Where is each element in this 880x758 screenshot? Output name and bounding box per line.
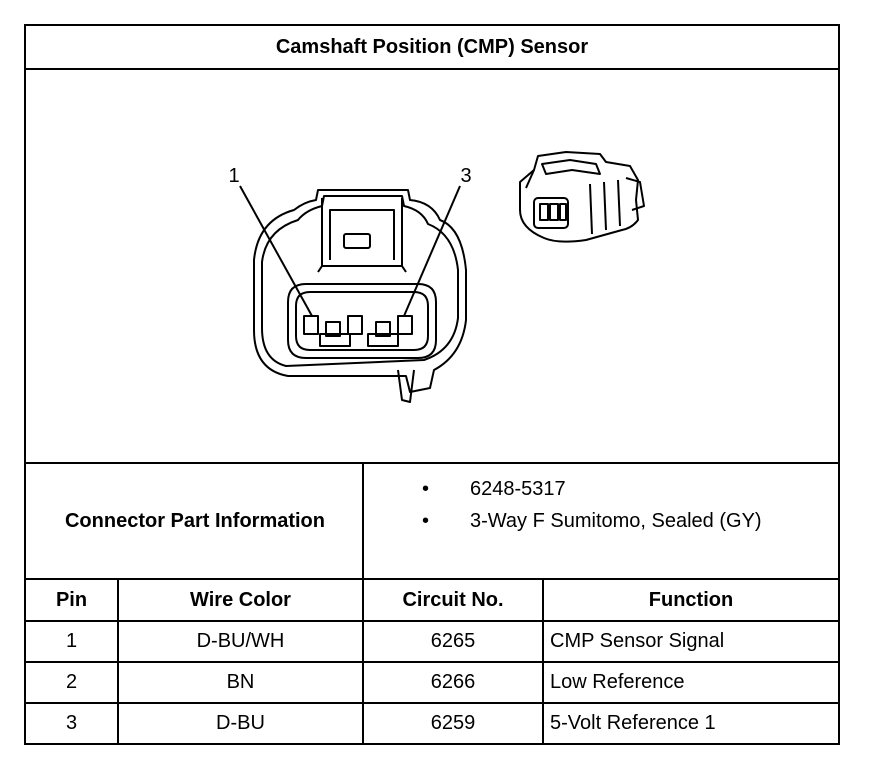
divider — [362, 462, 364, 578]
pin-label-1: 1 — [228, 165, 239, 187]
divider — [26, 702, 838, 704]
column-header-function: Function — [648, 588, 734, 611]
table-cell-function: CMP Sensor Signal — [550, 630, 725, 652]
connector-info-label: Connector Part Information — [64, 509, 325, 532]
column-header-wire-color: Wire Color — [190, 588, 291, 611]
connector-diagram-frame: Camshaft Position (CMP) Sensor — [24, 24, 840, 745]
bullet-icon: • — [422, 478, 430, 500]
divider — [26, 68, 838, 70]
table-cell-wire-color: D-BU/WH — [196, 630, 285, 652]
pin-label-3: 3 — [460, 165, 471, 187]
divider — [26, 661, 838, 663]
table-cell-circuit: 6265 — [430, 630, 476, 652]
column-header-circuit: Circuit No. — [402, 588, 504, 611]
divider — [26, 620, 838, 622]
divider — [26, 578, 838, 580]
table-cell-pin: 3 — [65, 712, 78, 734]
table-cell-circuit: 6259 — [430, 712, 476, 734]
table-cell-circuit: 6266 — [430, 671, 476, 693]
connector-face — [239, 185, 467, 403]
table-cell-function: Low Reference — [550, 671, 685, 693]
table-cell-pin: 2 — [65, 671, 78, 693]
table-cell-function: 5-Volt Reference 1 — [550, 712, 716, 734]
connector-side-view — [519, 151, 645, 243]
column-header-pin: Pin — [55, 588, 88, 611]
part-number: 6248-5317 — [470, 478, 566, 500]
bullet-icon: • — [422, 510, 430, 532]
connector-info-list: • 6248-5317 • 3-Way F Sumitomo, Sealed (… — [366, 464, 840, 578]
diagram-title: Camshaft Position (CMP) Sensor — [275, 35, 589, 58]
table-cell-wire-color: D-BU — [216, 712, 265, 734]
table-cell-wire-color: BN — [226, 671, 255, 693]
connector-drawing: 1 3 — [228, 151, 645, 403]
connector-illustration: 1 3 — [26, 70, 838, 462]
divider — [26, 462, 838, 464]
connector-description: 3-Way F Sumitomo, Sealed (GY) — [470, 510, 762, 532]
table-cell-pin: 1 — [65, 630, 78, 652]
